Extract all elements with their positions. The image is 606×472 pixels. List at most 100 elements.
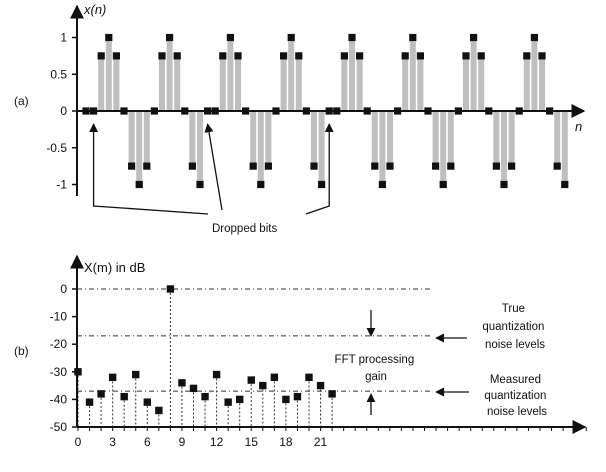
measured-noise-line-2: quantization	[484, 390, 546, 402]
panel-b-point	[201, 392, 209, 401]
panel-a-sample-marker	[242, 107, 250, 115]
panel-a-sample-marker	[97, 52, 105, 60]
panel-a-stem	[417, 55, 424, 111]
panel-a-sample-marker	[333, 107, 341, 115]
panel-a-sample-marker	[318, 180, 326, 189]
panel-a-y-axis-title-text: x(n)	[83, 2, 106, 17]
panel-a-sample-marker	[295, 52, 303, 60]
panel-a-stem	[288, 37, 295, 111]
panel-a-sample-marker	[90, 107, 98, 115]
panel-a-y-tick-label: 0.5	[50, 67, 67, 81]
panel-a-sample-marker	[409, 33, 417, 42]
true-noise-line-2: quantization	[482, 321, 544, 333]
panel-b-y-tick-label: -40	[50, 392, 68, 406]
panel-b-stems	[77, 289, 333, 427]
panel-a-sample-marker	[181, 107, 189, 115]
panel-a-stem	[539, 55, 545, 111]
panel-a-sample-marker	[264, 162, 272, 170]
panel-a-sample-marker	[120, 107, 128, 115]
panel-b-x-tick-label: 18	[279, 435, 293, 449]
panel-b-annotations: True quantization noise levels FFT proce…	[335, 303, 549, 418]
panel-a-stem	[387, 111, 393, 167]
panel-a-sample-marker	[112, 52, 120, 60]
panel-b-point	[224, 398, 232, 406]
panel-a-sample-marker	[454, 107, 462, 115]
panel-a-sample-marker	[485, 107, 493, 115]
panel-b-y-tick-label: -30	[50, 365, 68, 379]
panel-a-y-tick-label: 1	[60, 31, 67, 45]
panel-a-sample-marker	[173, 52, 181, 60]
panel-b-point	[328, 390, 336, 398]
panel-a-sample-marker	[196, 180, 204, 189]
panel-a-sample-marker	[150, 107, 158, 115]
panel-a-stem	[470, 37, 477, 111]
panel-a-stem	[501, 111, 507, 185]
panel-a-sample-marker	[371, 162, 379, 170]
panel-a-stem	[478, 55, 485, 111]
panel-a-sample-marker	[257, 180, 265, 189]
panel-a-sample-marker	[546, 107, 554, 115]
measured-noise-label: Measured quantization noise levels	[484, 374, 549, 418]
panel-b-x-tick-label: 6	[144, 435, 151, 449]
panel-a-sample-marker	[188, 162, 196, 170]
panel-a-stem	[128, 111, 135, 167]
panel-b-point	[282, 395, 290, 404]
panel-b-label: (b)	[14, 344, 29, 358]
fft-gain-line-2: gain	[365, 371, 387, 383]
panel-a-stem	[174, 55, 181, 111]
panel-a-sample-marker	[401, 52, 409, 60]
panel-b-x-tick-label: 0	[75, 435, 82, 449]
panel-a-sample-marker	[439, 180, 447, 189]
panel-b-y-tick-label: -50	[50, 420, 68, 434]
panel-b-point	[108, 373, 117, 382]
panel-a-sample-marker	[356, 52, 364, 60]
panel-a-stem	[432, 111, 439, 167]
dropped-bits-arrow	[305, 123, 334, 215]
panel-a-sample-marker	[432, 162, 440, 170]
dropped-bits-label: Dropped bits	[212, 223, 277, 235]
panel-a-sample-marker	[211, 107, 219, 115]
panel-a-stem	[371, 111, 378, 167]
panel-a-stem	[257, 111, 264, 185]
panel-b-y-tick-label: 0	[60, 282, 67, 296]
panel-a-sample-marker	[166, 33, 174, 42]
dropped-bits-arrow	[204, 123, 223, 211]
panel-a-stem	[265, 111, 272, 167]
panel-a-stem	[463, 55, 469, 111]
panel-a-stem	[341, 55, 348, 111]
panel-b-points	[74, 285, 336, 415]
panel-a-stem	[295, 55, 302, 111]
panel-a-stem	[311, 111, 317, 167]
panel-b-point	[155, 406, 163, 415]
measured-noise-line-3: noise levels	[487, 406, 547, 418]
panel-a-sample-marker	[105, 33, 113, 42]
panel-a-sample-marker	[515, 107, 523, 115]
panel-a-time-plot: (a) x(n) n 10.50-0.5-1 Dropped bits	[14, 2, 586, 235]
panel-a-label: (a)	[14, 94, 29, 108]
panel-a-sample-marker	[424, 107, 432, 115]
panel-b-y-axis-title: X(m) in dB	[84, 260, 145, 275]
panel-b-y-ticks: 0-10-20-30-40-50	[50, 282, 77, 434]
panel-a-sample-marker	[523, 52, 531, 60]
panel-a-stem	[280, 55, 287, 111]
panel-b-point	[143, 398, 151, 406]
panel-b-point	[85, 398, 94, 406]
panel-a-sample-marker	[553, 162, 561, 170]
panel-a-sample-marker	[378, 180, 386, 189]
panel-a-sample-marker	[530, 33, 538, 42]
dropped-bits-arrow	[89, 123, 209, 215]
panel-a-stem	[409, 37, 416, 111]
panel-a-sample-marker	[561, 180, 569, 189]
panel-a-stem	[250, 111, 257, 167]
panel-b-point	[120, 392, 128, 401]
panel-a-sample-marker	[234, 52, 242, 60]
panel-b-point	[189, 384, 198, 393]
panel-b-x-tick-label: 15	[245, 435, 259, 449]
panel-b-point	[305, 373, 313, 382]
panel-b-y-tick-label: -10	[50, 310, 68, 324]
panel-a-sample-marker	[204, 107, 212, 115]
panel-a-x-axis-title: n	[575, 119, 582, 134]
true-noise-line-3: noise levels	[485, 339, 545, 351]
panel-a-stem	[493, 111, 500, 167]
